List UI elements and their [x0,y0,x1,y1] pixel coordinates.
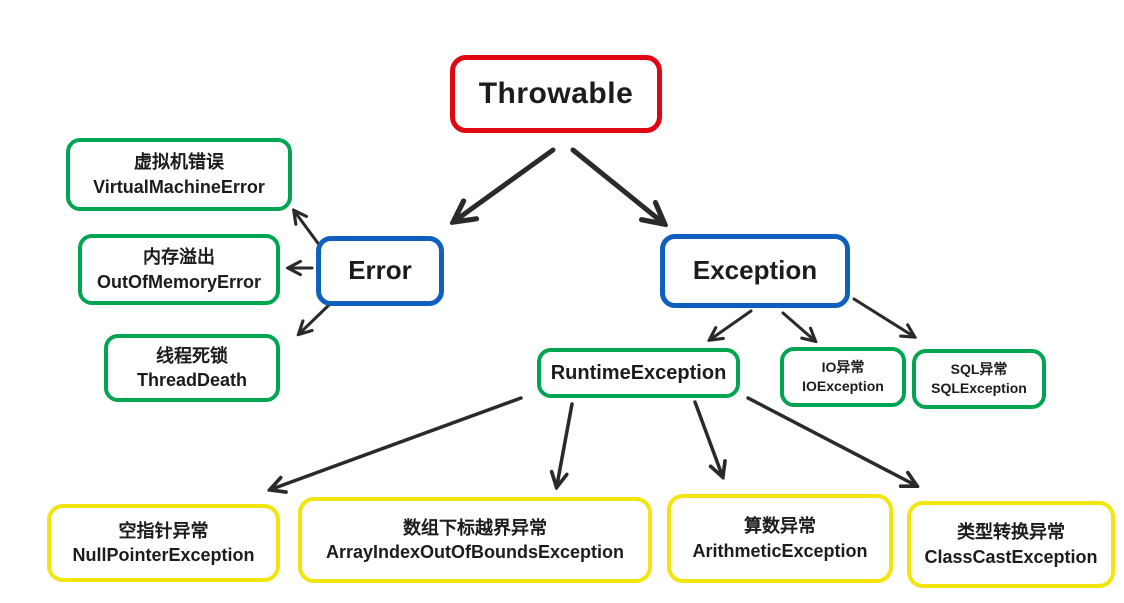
edge-throwable-exception [570,147,662,222]
node-io-exception: IO异常 IOException [780,347,906,407]
edge-exception-sqlexception [852,297,913,336]
edge-runtime-arrayindexoutofboundsexception [557,402,574,485]
node-runtime-exception: RuntimeException [537,348,740,398]
node-array-index-out-of-bounds-exception: 数组下标越界异常 ArrayIndexOutOfBoundsException [298,497,652,583]
node-out-of-memory-error-zh: 内存溢出 [143,247,215,268]
node-arithmetic-exception-en: ArithmeticException [692,540,868,561]
node-out-of-memory-error: 内存溢出 OutOfMemoryError [78,234,280,305]
node-arithmetic-exception: 算数异常 ArithmeticException [667,494,893,583]
node-thread-death-en: ThreadDeath [136,370,248,390]
edge-runtime-arithmeticexception [693,400,722,475]
node-sql-exception-en: SQLException [931,380,1027,396]
node-thread-death: 线程死锁 ThreadDeath [104,334,280,402]
edge-throwable-error [456,147,556,220]
node-class-cast-exception-zh: 类型转换异常 [957,522,1065,543]
node-io-exception-en: IOException [802,378,884,394]
node-thread-death-zh: 线程死锁 [156,345,228,366]
node-virtual-machine-error: 虚拟机错误 VirtualMachineError [66,138,292,211]
node-null-pointer-exception-zh: 空指针异常 [118,520,209,541]
node-arithmetic-exception-zh: 算数异常 [744,516,816,537]
node-virtual-machine-error-en: VirtualMachineError [93,176,265,197]
node-sql-exception-zh: SQL异常 [950,361,1008,378]
node-null-pointer-exception: 空指针异常 NullPointerException [47,504,280,582]
edge-exception-ioexception [781,311,814,340]
node-error-label: Error [348,255,412,286]
node-class-cast-exception-en: ClassCastException [924,546,1098,567]
edge-runtime-nullpointerexception [272,396,523,489]
node-exception-label: Exception [692,255,818,286]
node-sql-exception: SQL异常 SQLException [912,349,1046,409]
node-error: Error [316,236,444,306]
node-array-index-out-of-bounds-exception-en: ArrayIndexOutOfBoundsException [325,542,625,562]
node-runtime-exception-en: RuntimeException [550,361,727,384]
node-throwable-label: Throwable [478,76,634,110]
node-throwable: Throwable [450,55,662,133]
node-io-exception-zh: IO异常 [821,359,865,376]
node-class-cast-exception: 类型转换异常 ClassCastException [907,501,1115,588]
node-out-of-memory-error-en: OutOfMemoryError [96,271,262,292]
node-array-index-out-of-bounds-exception-zh: 数组下标越界异常 [403,517,547,538]
node-virtual-machine-error-zh: 虚拟机错误 [134,152,224,173]
edge-exception-runtimeexception [711,309,753,339]
node-exception: Exception [660,234,850,308]
edge-error-virtualmachineerror [295,212,322,248]
edge-runtime-classcastexception [746,396,915,485]
edge-error-threaddeath [300,302,332,333]
node-null-pointer-exception-en: NullPointerException [72,545,255,565]
